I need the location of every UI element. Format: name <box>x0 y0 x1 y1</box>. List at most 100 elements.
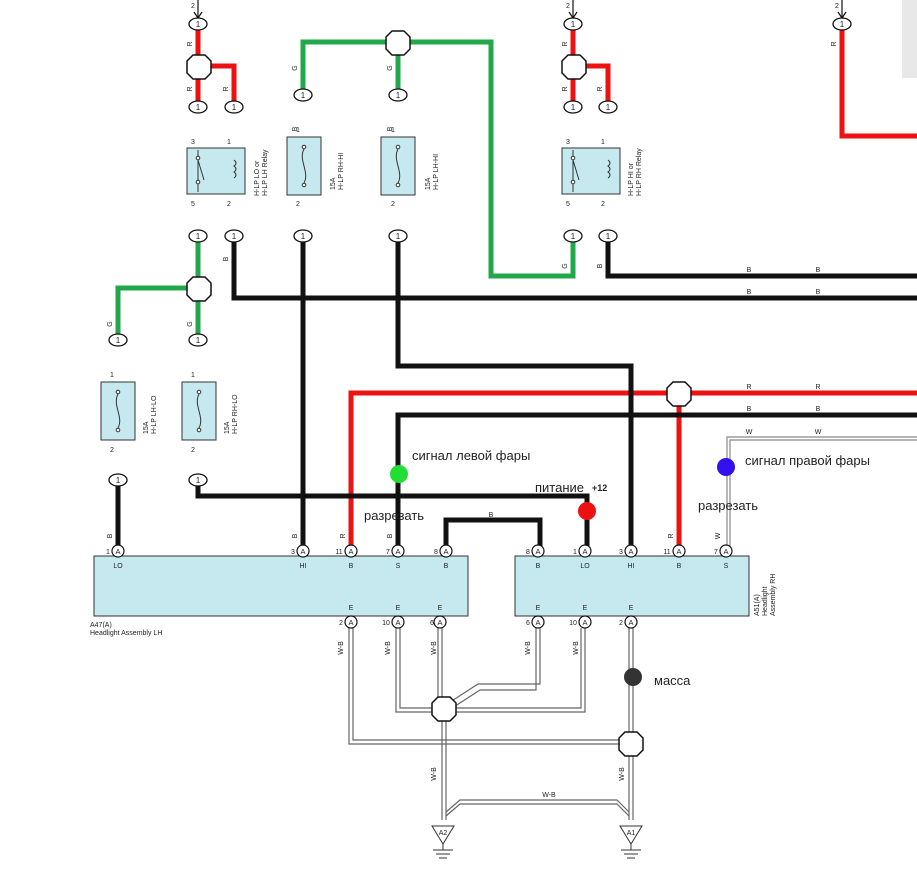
pin-number: 5 <box>566 201 570 208</box>
wire-color-label: B <box>387 126 394 131</box>
power-value: +12 <box>592 483 607 493</box>
connector-number: 1 <box>116 336 121 345</box>
wire-color-label: R <box>223 86 230 91</box>
wire-color-label: B <box>816 289 821 296</box>
pin-number: 3 <box>191 139 195 146</box>
left-signal-label: сигнал левой фары <box>412 448 530 463</box>
assembly-rh-code: A51(A) <box>754 594 761 616</box>
supply-arrows <box>193 0 847 20</box>
connector-oval: 1 <box>832 17 852 31</box>
headlight-assembly-lh <box>93 555 469 617</box>
connector-oval: 1 <box>388 229 408 243</box>
pin-a-label: A <box>582 618 587 627</box>
pin-number: 2 <box>391 201 395 208</box>
connector-oval: 1 <box>293 229 313 243</box>
wire-color-label: W-B <box>431 767 438 781</box>
connector-number: 1 <box>301 232 306 241</box>
connector-number: 1 <box>196 20 201 29</box>
connector-number: 1 <box>232 232 237 241</box>
lh-pin-hi: HI <box>300 563 307 570</box>
pin-number: 2 <box>619 620 623 627</box>
lh-pin-s: S <box>396 563 401 570</box>
connector-oval: 1 <box>108 473 128 487</box>
relay-left-name2: H-LP LH Relay <box>262 149 269 196</box>
rh-pin-b2: B <box>677 563 682 570</box>
pin-number: 1 <box>573 549 577 556</box>
wire-color-label: R <box>340 533 347 538</box>
wire-color-label: B <box>816 406 821 413</box>
wire-color-label: W-B <box>431 641 438 655</box>
pin-a: A <box>624 615 638 629</box>
pin-a-label: A <box>115 547 120 556</box>
connector-oval: 1 <box>563 229 583 243</box>
rh-pin-b1: B <box>536 563 541 570</box>
pin-a-label: A <box>348 618 353 627</box>
lh-pin-b2: B <box>444 563 449 570</box>
pin-a-label: A <box>723 547 728 556</box>
rh-pin-e1: E <box>536 605 541 612</box>
connector-number: 1 <box>196 232 201 241</box>
cut-left-label: разрезать <box>364 508 424 523</box>
relay-left-name: H-LP LO or <box>254 160 261 196</box>
pin-a: A <box>531 615 545 629</box>
fuse-rh-hi-name: H-LP RH-HI <box>338 153 345 190</box>
pin-a-label: A <box>395 547 400 556</box>
pin-a: A <box>433 615 447 629</box>
connector-oval: 1 <box>224 229 244 243</box>
pin-a: A <box>719 544 733 558</box>
pin-number: 2 <box>296 201 300 208</box>
relay-right-name2: H-LP RH Relay <box>636 148 643 196</box>
connector-oval: 1 <box>598 100 618 114</box>
pin-number: 3 <box>619 549 623 556</box>
pin-a-label: A <box>300 547 305 556</box>
wire-color-label: B <box>747 267 752 274</box>
pin-a: A <box>344 544 358 558</box>
fuse <box>286 136 322 196</box>
fuse-lh-lo-rating: 15A <box>143 421 150 434</box>
pin-number: 7 <box>714 549 718 556</box>
connector-oval: 1 <box>598 229 618 243</box>
pin-a: A <box>531 544 545 558</box>
ground-a2-label: A2 <box>439 830 448 837</box>
pin-a: A <box>391 544 405 558</box>
fuse-lh-hi-rating: 15A <box>425 177 432 190</box>
wire-color-label: R <box>597 86 604 91</box>
pin-number: 1 <box>110 372 114 379</box>
page-edge <box>902 0 917 78</box>
wire-color-label: R <box>187 41 194 46</box>
pin-a-label: A <box>348 547 353 556</box>
fuse <box>181 381 217 441</box>
connector-number: 1 <box>571 232 576 241</box>
ground-label: масса <box>654 673 691 688</box>
pin-number: 1 <box>191 372 195 379</box>
connector-oval: 1 <box>563 17 583 31</box>
pin-a-label: A <box>535 618 540 627</box>
fuse-lh-lo-name: H-LP LH-LO <box>151 395 158 434</box>
rh-pin-e2: E <box>583 605 588 612</box>
connector-number: 1 <box>301 91 306 100</box>
wire-color-label: R <box>187 86 194 91</box>
pin-a: A <box>439 544 453 558</box>
pin-a: A <box>344 615 358 629</box>
pin-number: 1 <box>227 139 231 146</box>
pin-a-label: A <box>437 618 442 627</box>
assembly-lh-name: Headlight Assembly LH <box>90 630 162 637</box>
pin-a-label: A <box>582 547 587 556</box>
connector-oval: 1 <box>224 100 244 114</box>
pin-number: 10 <box>569 620 577 627</box>
wire-color-label: B <box>747 406 752 413</box>
cut-right-label: разрезать <box>698 498 758 513</box>
pin-number: 2 <box>566 3 570 10</box>
lh-pin-e1: E <box>349 605 354 612</box>
rh-pin-s: S <box>724 563 729 570</box>
ground-a1-label: A1 <box>627 830 636 837</box>
wire-color-label: R <box>746 384 751 391</box>
connector-number: 1 <box>396 232 401 241</box>
pin-a-label: A <box>628 618 633 627</box>
pin-number: 1 <box>601 139 605 146</box>
rh-pin-lo: LO <box>580 563 590 570</box>
ground-symbol-a1 <box>619 825 643 859</box>
